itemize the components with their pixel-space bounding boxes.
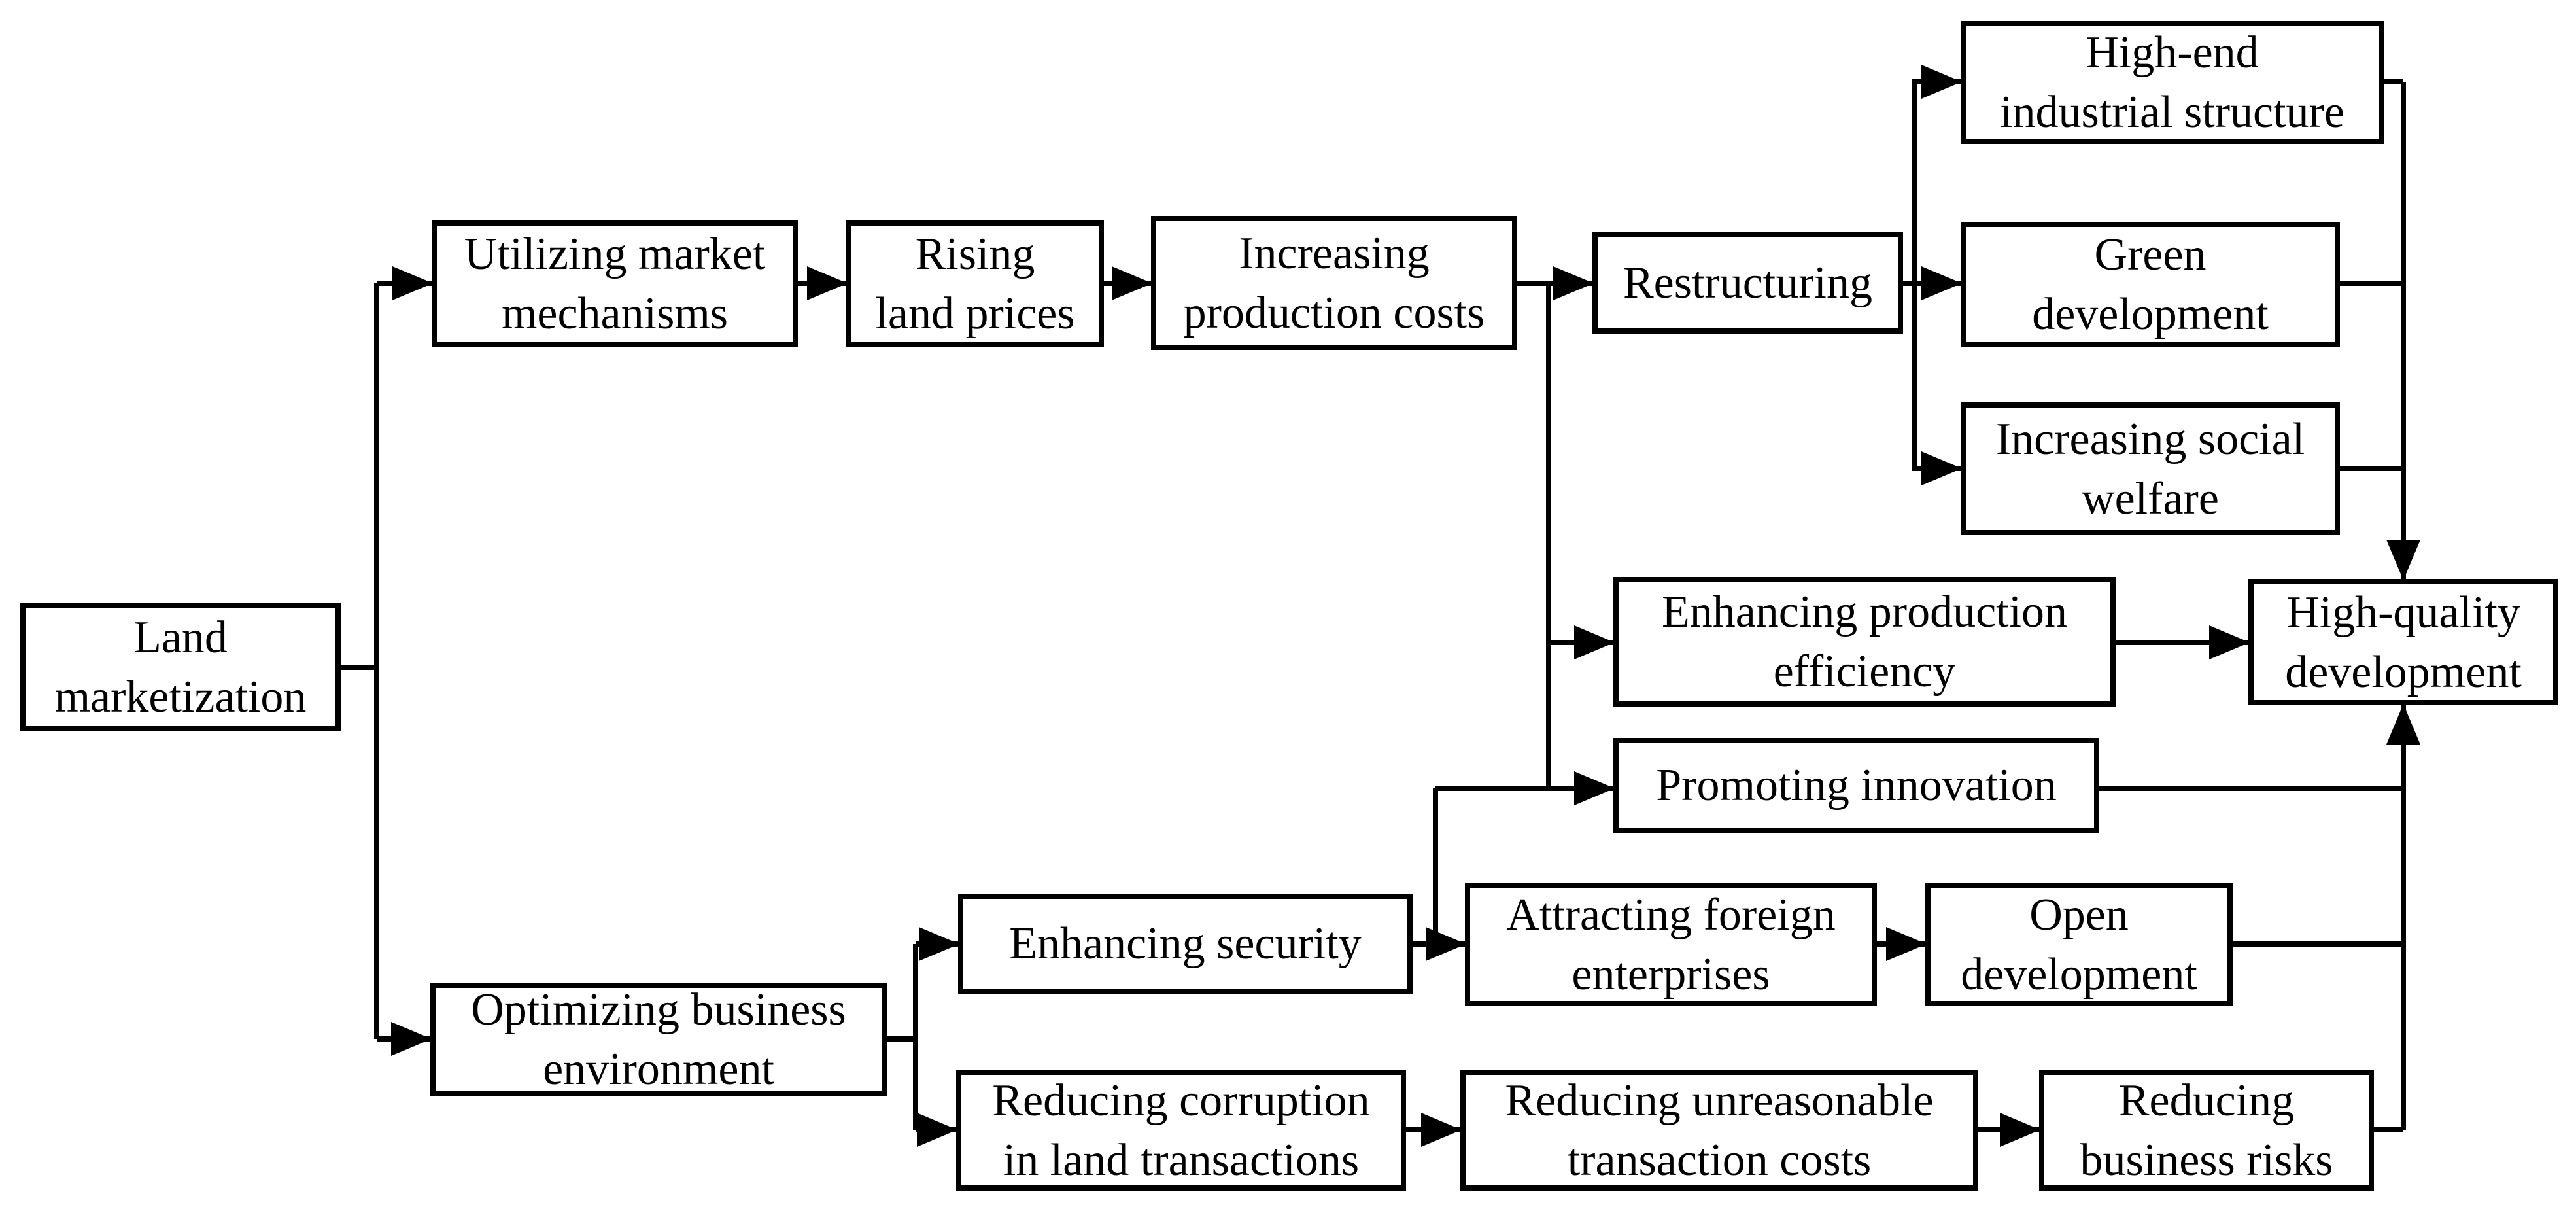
node-enhancing-security: Enhancing security [958, 894, 1413, 994]
node-rising-land-prices: Rising land prices [846, 220, 1104, 347]
node-increasing-production-costs: Increasing production costs [1151, 216, 1517, 350]
node-high-quality-development: High-quality development [2248, 579, 2558, 705]
node-land-marketization: Land marketization [20, 603, 341, 731]
edge-restructuring-to-highend [1912, 65, 1962, 283]
node-promoting-innovation: Promoting innovation [1613, 738, 2099, 833]
node-enhancing-production-efficiency: Enhancing production efficiency [1613, 577, 2116, 707]
node-restructuring: Restructuring [1592, 232, 1903, 334]
node-green-development: Green development [1961, 222, 2340, 347]
node-utilizing-market-mechanisms: Utilizing market mechanisms [432, 220, 798, 347]
node-reducing-business-risks: Reducing business risks [2039, 1070, 2374, 1191]
node-increasing-social-welfare: Increasing social welfare [1961, 402, 2340, 535]
node-reducing-unreasonable-transaction-costs: Reducing unreasonable transaction costs [1460, 1070, 1978, 1191]
node-open-development: Open development [1925, 883, 2233, 1006]
edge-restructuring-to-welfare [1912, 283, 1962, 485]
node-optimizing-business-environment: Optimizing business environment [430, 983, 887, 1096]
node-attracting-foreign-enterprises: Attracting foreign enterprises [1465, 883, 1877, 1006]
node-reducing-corruption-in-land-transactions: Reducing corruption in land transactions [956, 1070, 1406, 1191]
node-high-end-industrial-structure: High-end industrial structure [1961, 21, 2384, 144]
